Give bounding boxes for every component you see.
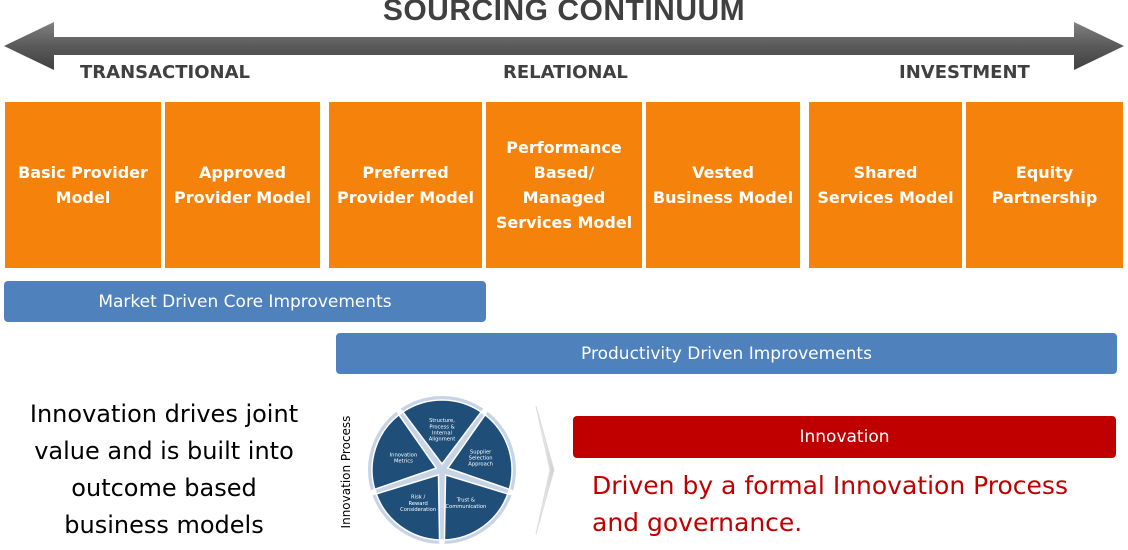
cycle-segment	[401, 399, 483, 466]
cycle-segment-label: Trust &Communication	[445, 498, 486, 510]
category-investment: INVESTMENT	[899, 62, 1030, 83]
cycle-arrow-tip	[396, 408, 403, 415]
cycle-segment	[375, 473, 441, 541]
cycle-arrow-tip	[439, 539, 445, 545]
category-transactional: TRANSACTIONAL	[80, 62, 250, 83]
chevron-right-icon	[535, 405, 555, 535]
page-title: SOURCING CONTINUUM	[382, 0, 746, 27]
double-headed-arrow-icon	[4, 22, 1124, 70]
cycle-arrow-tip	[370, 489, 377, 496]
cycle-arrow-tip	[481, 408, 488, 415]
market-driven-bar: Market Driven Core Improvements	[4, 281, 486, 322]
model-box-vested-business: Vested Business Model	[646, 102, 800, 268]
model-box-performance-based: Performance Based/ Managed Services Mode…	[486, 102, 642, 268]
innovation-process-cycle: Innovation Process Structure,Process &In…	[339, 396, 555, 545]
innovation-process-label: Innovation Process	[339, 416, 353, 529]
category-relational: RELATIONAL	[503, 62, 628, 83]
cycle-segment	[371, 413, 438, 491]
model-box-shared-services: Shared Services Model	[809, 102, 962, 268]
cycle-segment	[443, 473, 509, 541]
cycle-segment	[446, 413, 513, 491]
model-box-preferred-provider: Preferred Provider Model	[329, 102, 482, 268]
innovation-statement: Innovation drives joint value and is bui…	[29, 400, 299, 539]
innovation-bar: Innovation	[573, 416, 1116, 458]
productivity-driven-bar: Productivity Driven Improvements	[336, 333, 1117, 374]
model-box-equity-partnership: Equity Partnership	[966, 102, 1123, 268]
model-box-approved-provider: Approved Provider Model	[165, 102, 320, 268]
cycle-arrow-tip	[507, 489, 514, 496]
model-box-basic-provider: Basic Provider Model	[5, 102, 161, 268]
innovation-description: Driven by a formal Innovation Process an…	[592, 471, 1068, 537]
